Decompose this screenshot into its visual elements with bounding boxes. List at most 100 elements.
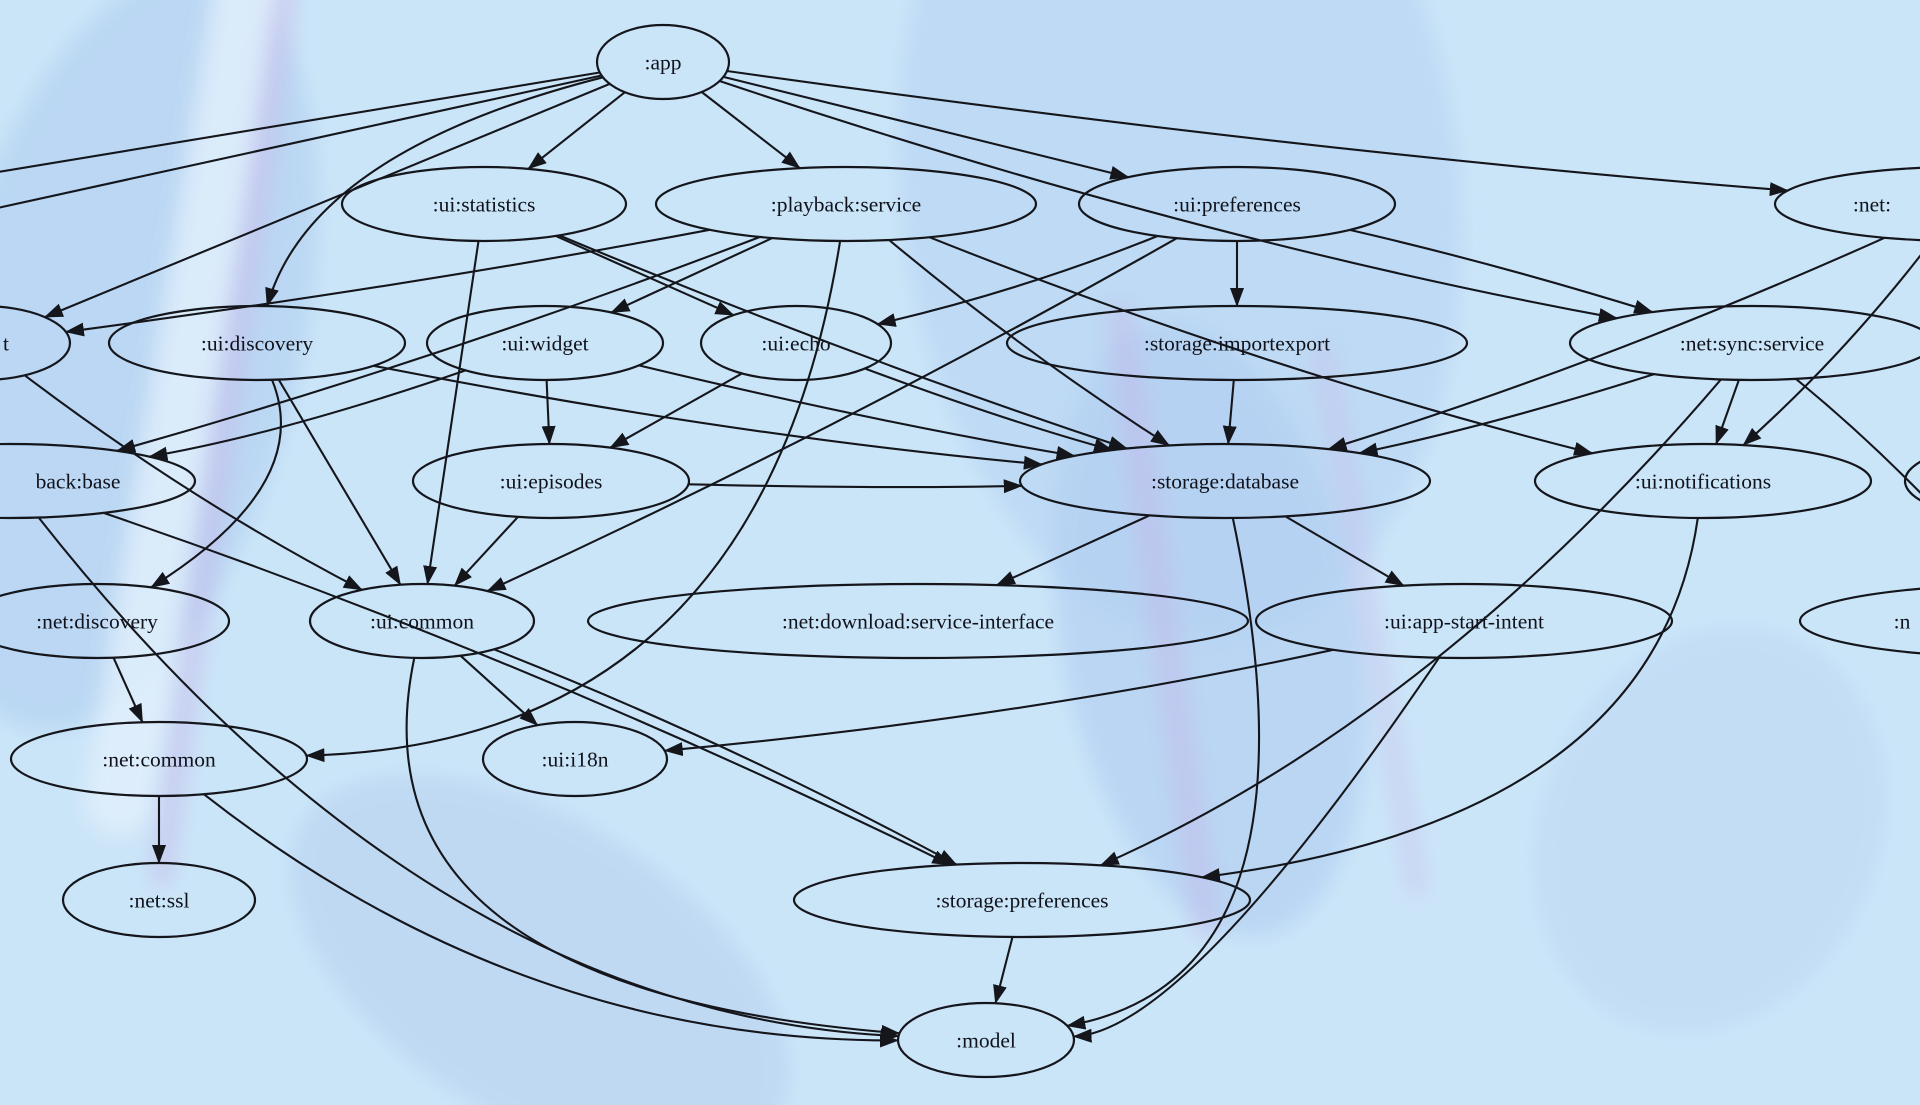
graph-edge-playback_base-to-storage_preferences: [103, 511, 952, 866]
graph-edge-ui_statistics-to-storage_database: [558, 234, 1128, 450]
graph-node-net-cut-r1: :net:: [1773, 166, 1920, 242]
graph-edge-ui_preferences-to-net_sync_service: [1349, 228, 1654, 314]
graph-node-ellipse: [1077, 165, 1397, 243]
graph-edge-playback_base-to-model: [37, 516, 900, 1043]
graph-edge-ui_echo-to-storage_database: [864, 367, 1114, 453]
graph-node-ui-statistics: :ui:statistics: [340, 165, 628, 243]
graph-node-ellipse: [9, 720, 309, 798]
graph-node-label: :net:common: [102, 748, 216, 772]
graph-edge-storage_database-to-ui_app_start_intent: [1284, 515, 1405, 587]
graph-node-label: :ui:statistics: [433, 193, 536, 217]
graph-node-ellipse: [792, 861, 1252, 939]
graph-node-label: :net:discovery: [36, 610, 158, 634]
graph-node-label: t: [3, 332, 9, 356]
graph-node-label: :storage:preferences: [935, 889, 1108, 913]
graph-node-ui-common: :ui:common: [308, 582, 536, 660]
graph-node-ui-i18n: :ui:i18n: [481, 720, 669, 798]
graph-node-model: :model: [896, 1001, 1076, 1079]
graph-edge-app-to-net_cut_r1: [726, 69, 1789, 197]
graph-edge-t_cut_l2-to-ui_common: [24, 374, 363, 591]
graph-node-ellipse: [1568, 304, 1920, 382]
graph-node-label: :model: [956, 1029, 1016, 1053]
graph-edge-ui_statistics-to-ui_echo: [555, 234, 735, 317]
graph-node-ellipse: [340, 165, 628, 243]
graph-edge-app-to-playback_service: [701, 91, 801, 169]
graph-node-label: :n: [1894, 610, 1911, 634]
graph-edge-app-to-net_sync_service: [719, 80, 1618, 322]
graph-node-ui-echo: :ui:echo: [699, 304, 893, 382]
graph-edge-ui_statistics-to-ui_common: [423, 240, 480, 585]
graph-node-storage-database: :storage:database: [1018, 442, 1432, 520]
graph-edge-playback_service-to-ui_widget: [610, 237, 773, 314]
graph-edge-app-to-offscreen_left_a: [0, 71, 600, 173]
graph-node-label: :net:sync:service: [1680, 332, 1824, 356]
graph-edge-app-to-t_cut_l2: [43, 82, 611, 319]
graph-edge-playback_service-to-net_common: [305, 240, 842, 763]
graph-edge-ui_discovery-to-storage_database: [373, 364, 1043, 470]
graph-node-ui-widget: :ui:widget: [425, 304, 665, 382]
graph-nodes: :app :ui:statistics :playback:service :ui:p…: [0, 23, 1920, 1079]
graph-node-label: :net:ssl: [129, 889, 190, 913]
graph-edge-net_sync_service-to-ui_notifications: [1715, 379, 1740, 446]
graph-node-label: :storage:database: [1151, 470, 1299, 494]
graph-node-label: :net:download:service-interface: [782, 610, 1054, 634]
graph-node-ellipse: [1798, 587, 1920, 655]
graph-node-ellipse: [595, 23, 731, 101]
graph-node-ellipse: [586, 582, 1250, 660]
graph-node-label: :ui:widget: [501, 332, 588, 356]
graph-node-label: :ui:preferences: [1173, 193, 1301, 217]
graph-edge-storage_importexport-to-storage_database: [1222, 379, 1237, 445]
graph-node-label: :ui:i18n: [542, 748, 609, 772]
graph-edge-ui_discovery-to-ui_common: [277, 379, 402, 586]
graph-node-ui-discovery: :ui:discovery: [107, 304, 407, 382]
graph-edge-ui_echo-to-ui_episodes: [609, 372, 743, 449]
graph-edge-app-to-ui_statistics: [527, 91, 626, 170]
graph-node-label: back:base: [36, 470, 121, 494]
graph-node-ellipse: [1018, 442, 1432, 520]
graph-node-cut-r3: [1903, 460, 1920, 502]
graph-node-label: :playback:service: [771, 193, 921, 217]
graph-edge-ui_widget-to-playback_base: [148, 369, 466, 461]
graph-node-ellipse: [896, 1001, 1076, 1079]
graph-node-t-cut-l2: t: [0, 305, 72, 381]
graph-node-playback-service: :playback:service: [654, 165, 1038, 243]
graph-node-label: :net:: [1853, 193, 1891, 217]
graph-edge-playback_service-to-t_cut_l2: [64, 228, 710, 337]
graph-edge-storage_database-to-model: [1066, 517, 1261, 1030]
graph-node-ellipse: [1773, 166, 1920, 242]
graph-edge-app-to-ui_preferences: [723, 75, 1130, 180]
graph-edge-ui_notifications-to-storage_preferences: [1200, 517, 1699, 882]
graph-node-label: :app: [644, 51, 681, 75]
graph-node-n-cut-r4: :n: [1798, 587, 1920, 655]
graph-edge-ui_widget-to-storage_database: [638, 364, 1076, 460]
graph-edge-ui_preferences-to-ui_common: [486, 237, 1178, 592]
graph-edge-net_sync_service-to-n_cut_r4: [1795, 378, 1920, 494]
graph-edge-net_common-to-model: [203, 793, 899, 1048]
graph-edge-ui_common-to-storage_preferences: [493, 648, 958, 866]
graph-node-label: :ui:common: [370, 610, 474, 634]
graph-node-ellipse: [654, 165, 1038, 243]
graph-node-ellipse: [411, 442, 691, 520]
graph-node-ellipse: [1254, 582, 1674, 660]
graph-node-ui-app-start-intent: :ui:app-start-intent: [1254, 582, 1674, 660]
graph-edge-app-to-offscreen_left_b: [0, 74, 602, 209]
graph-node-ellipse: [0, 442, 197, 520]
graph-node-net-ssl: :net:ssl: [61, 861, 257, 939]
graph-node-ellipse: [425, 304, 665, 382]
graph-node-label: :storage:importexport: [1144, 332, 1330, 356]
graph-edge-ui_app_start_intent-to-model: [1072, 657, 1440, 1043]
graph-edge-net_sync_service-to-storage_preferences: [1099, 378, 1722, 867]
graph-edge-app-to-ui_discovery: [265, 76, 604, 308]
graph-edge-net_cut_r1-to-storage_database: [1327, 236, 1886, 451]
graph-node-ellipse: [481, 720, 669, 798]
graph-node-ellipse: [699, 304, 893, 382]
graph-node-ellipse: [1005, 304, 1469, 382]
graph-node-net-download-si: :net:download:service-interface: [586, 582, 1250, 660]
graph-node-ui-preferences: :ui:preferences: [1077, 165, 1397, 243]
graph-node-ellipse: [0, 305, 72, 381]
graph-edge-ui_app_start_intent-to-ui_i18n: [663, 648, 1334, 757]
graph-edge-net_sync_service-to-storage_database: [1358, 373, 1655, 457]
graph-node-net-sync-service: :net:sync:service: [1568, 304, 1920, 382]
graph-edge-playback_service-to-ui_notifications: [929, 236, 1594, 456]
